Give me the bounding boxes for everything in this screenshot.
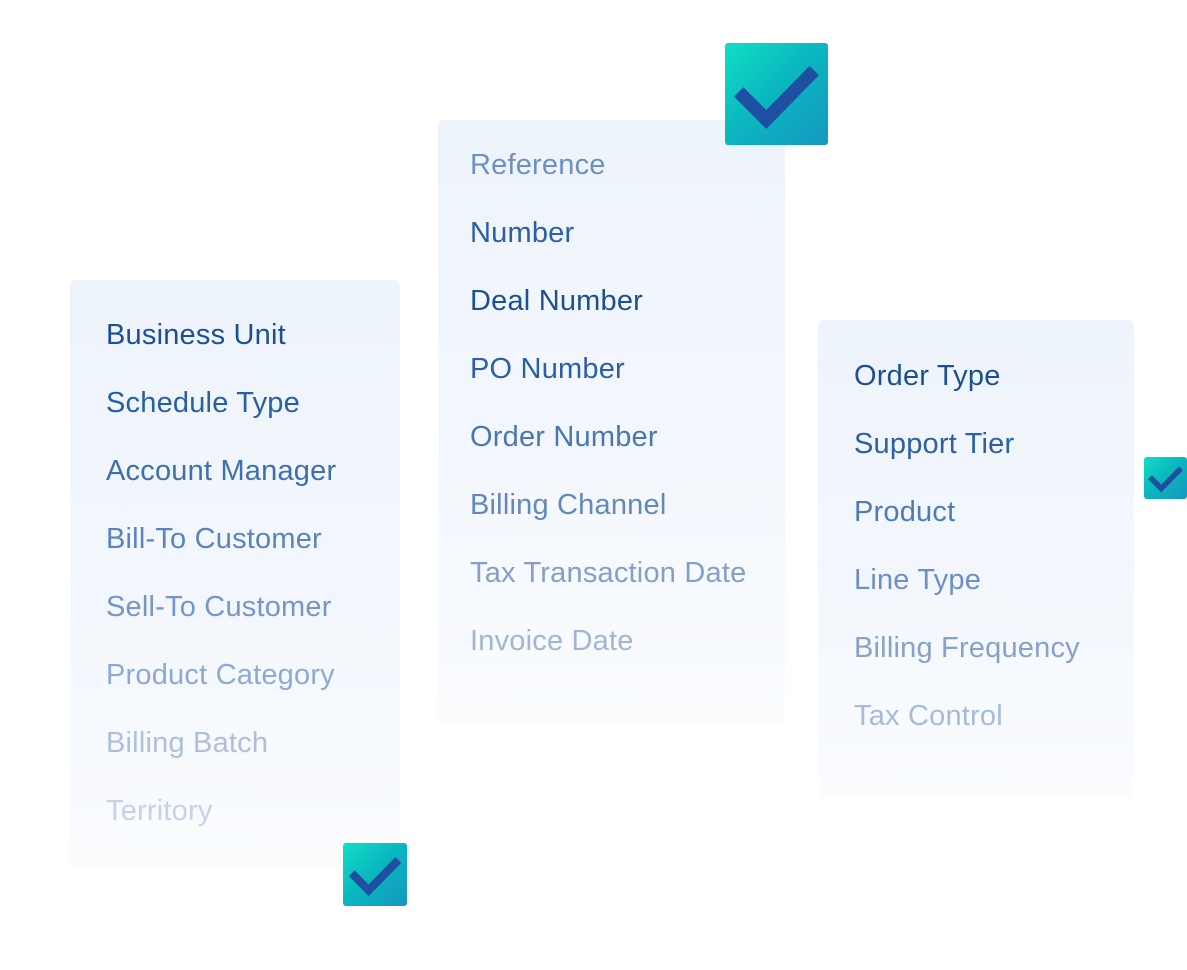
checkmark-glyph [734, 65, 819, 129]
field-item-schedule-type[interactable]: Schedule Type [106, 387, 300, 419]
field-item-sell-to-customer[interactable]: Sell-To Customer [106, 591, 332, 623]
field-list: Reference Number Deal Number PO Number O… [470, 131, 785, 675]
field-item-order-type[interactable]: Order Type [854, 360, 1001, 392]
field-item-deal-number[interactable]: Deal Number [470, 285, 644, 317]
field-item-order-number[interactable]: Order Number [470, 421, 658, 453]
field-item-number[interactable]: Number [470, 217, 575, 249]
field-item-business-unit[interactable]: Business Unit [106, 319, 286, 351]
field-item-billing-frequency[interactable]: Billing Frequency [854, 632, 1080, 664]
field-item-tax-control[interactable]: Tax Control [854, 700, 1003, 732]
field-list-card-middle: Reference Number Deal Number PO Number O… [438, 120, 785, 725]
field-item-account-manager[interactable]: Account Manager [106, 455, 337, 487]
checkmark-glyph [1148, 466, 1183, 493]
field-item-reference[interactable]: Reference [470, 149, 606, 181]
field-item-product[interactable]: Product [854, 496, 956, 528]
field-list-card-left: Business Unit Schedule Type Account Mana… [70, 280, 400, 870]
field-item-billing-batch[interactable]: Billing Batch [106, 727, 269, 759]
field-item-invoice-date[interactable]: Invoice Date [470, 625, 634, 657]
checkmark-icon [725, 43, 828, 145]
field-list: Order Type Support Tier Product Line Typ… [854, 342, 1134, 750]
field-item-support-tier[interactable]: Support Tier [854, 428, 1015, 460]
field-item-product-category[interactable]: Product Category [106, 659, 335, 691]
checkmark-icon [1144, 457, 1187, 499]
field-list: Business Unit Schedule Type Account Mana… [106, 301, 400, 845]
checkmark-icon [343, 843, 407, 906]
field-list-card-right: Order Type Support Tier Product Line Typ… [818, 320, 1134, 798]
field-item-line-type[interactable]: Line Type [854, 564, 982, 596]
field-item-tax-transaction-date[interactable]: Tax Transaction Date [470, 557, 747, 589]
checkmark-glyph [348, 857, 402, 897]
field-item-po-number[interactable]: PO Number [470, 353, 625, 385]
field-item-billing-channel[interactable]: Billing Channel [470, 489, 667, 521]
field-item-territory[interactable]: Territory [106, 795, 213, 827]
field-item-bill-to-customer[interactable]: Bill-To Customer [106, 523, 322, 555]
